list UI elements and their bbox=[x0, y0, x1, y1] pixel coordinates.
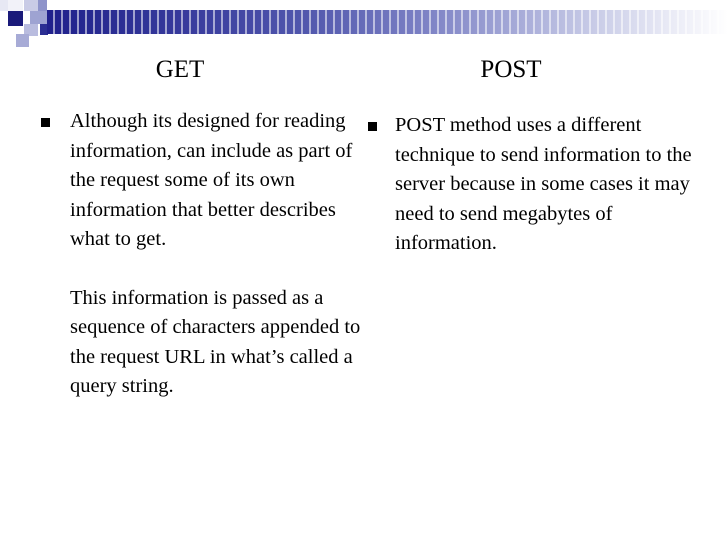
decor-square-navy-main bbox=[8, 11, 23, 26]
decor-square-navy-small bbox=[40, 24, 48, 35]
bullet-paragraph: This information is passed as a sequence… bbox=[70, 286, 361, 398]
list-item: POST method uses a different technique t… bbox=[355, 111, 715, 259]
column-title-post: POST bbox=[480, 56, 542, 83]
list-item: Although its designed for reading inform… bbox=[22, 107, 362, 402]
decor-square-medium-middle bbox=[30, 11, 47, 24]
column-get: GET Although its designed for reading in… bbox=[22, 48, 362, 402]
decor-square-pale-left bbox=[0, 0, 8, 11]
square-bullet-icon bbox=[41, 118, 50, 127]
bullet-paragraph: POST method uses a different technique t… bbox=[395, 114, 692, 254]
decor-square-medium-top bbox=[38, 0, 47, 11]
bullet-list-get: Although its designed for reading inform… bbox=[22, 107, 362, 402]
decor-square-light-bottom bbox=[24, 24, 38, 36]
header-decoration-band bbox=[0, 0, 728, 48]
bullet-list-post: POST method uses a different technique t… bbox=[355, 111, 715, 259]
decor-square-light-top bbox=[24, 0, 38, 11]
square-bullet-icon bbox=[368, 122, 377, 131]
decor-square-light-lower bbox=[16, 34, 29, 47]
column-post: POST POST method uses a different techni… bbox=[355, 48, 715, 259]
bullet-paragraph: Although its designed for reading inform… bbox=[70, 110, 353, 250]
decor-square-pale-second bbox=[8, 0, 23, 11]
gradient-stripe-bar bbox=[47, 10, 728, 34]
column-title-get: GET bbox=[155, 56, 205, 83]
